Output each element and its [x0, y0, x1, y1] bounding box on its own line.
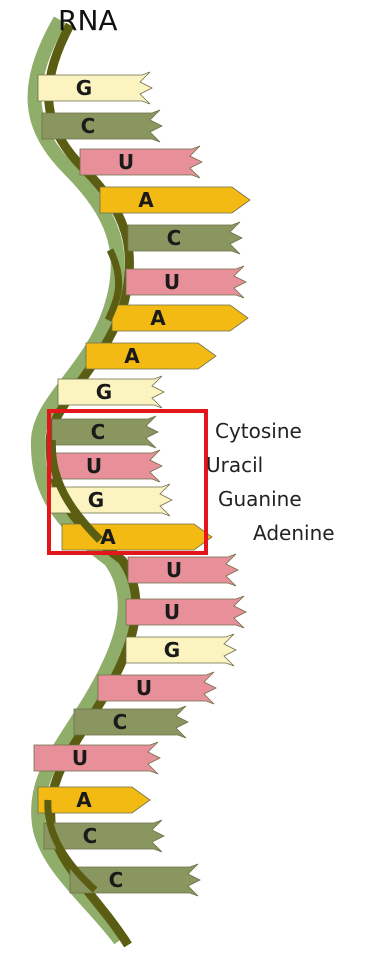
- base-shape: [74, 706, 188, 738]
- base-letter: C: [109, 868, 124, 892]
- base-c-5: C: [128, 222, 242, 254]
- base-letter: A: [76, 788, 92, 812]
- base-shape: [128, 222, 242, 254]
- base-u-3: U: [80, 146, 202, 178]
- base-shape: [126, 266, 246, 298]
- base-letter: G: [164, 638, 180, 662]
- base-letter: U: [164, 600, 180, 624]
- legend-label-guanine: Guanine: [218, 487, 302, 511]
- base-u-19: U: [34, 742, 160, 774]
- base-letter: A: [138, 188, 154, 212]
- base-letter: C: [113, 710, 128, 734]
- base-letter: U: [136, 676, 152, 700]
- base-letter: A: [124, 344, 140, 368]
- base-a-4: A: [100, 187, 250, 213]
- base-a-20: A: [38, 787, 150, 813]
- base-shape: [38, 787, 150, 813]
- base-c-2: C: [42, 110, 162, 142]
- base-letter: G: [76, 76, 92, 100]
- base-letter: C: [167, 226, 182, 250]
- base-shape: [100, 187, 250, 213]
- legend-label-uracil: Uracil: [206, 453, 263, 477]
- base-shape: [80, 146, 202, 178]
- base-letter: U: [118, 150, 134, 174]
- base-g-16: G: [126, 634, 236, 666]
- diagram-title: RNA: [58, 4, 118, 37]
- base-letter: C: [81, 114, 96, 138]
- base-letter: U: [72, 746, 88, 770]
- base-letter: C: [83, 824, 98, 848]
- base-shape: [42, 110, 162, 142]
- base-u-6: U: [126, 266, 246, 298]
- legend-label-cytosine: Cytosine: [215, 419, 302, 443]
- base-shape: [38, 72, 152, 104]
- base-letter: G: [96, 380, 112, 404]
- base-letter: A: [150, 306, 166, 330]
- base-u-17: U: [98, 672, 216, 704]
- base-g-9: G: [58, 376, 164, 408]
- base-shape: [34, 742, 160, 774]
- base-u-15: U: [126, 596, 246, 628]
- highlight-box: [47, 409, 208, 555]
- base-letter: U: [166, 558, 182, 582]
- base-g-1: G: [38, 72, 152, 104]
- base-a-8: A: [86, 343, 216, 369]
- base-shape: [128, 554, 238, 586]
- base-shape: [126, 634, 236, 666]
- base-a-7: A: [112, 305, 248, 331]
- base-shape: [86, 343, 216, 369]
- legend-label-adenine: Adenine: [253, 521, 335, 545]
- base-u-14: U: [128, 554, 238, 586]
- base-shape: [126, 596, 246, 628]
- base-shape: [112, 305, 248, 331]
- base-c-18: C: [74, 706, 188, 738]
- base-shape: [98, 672, 216, 704]
- base-letter: U: [164, 270, 180, 294]
